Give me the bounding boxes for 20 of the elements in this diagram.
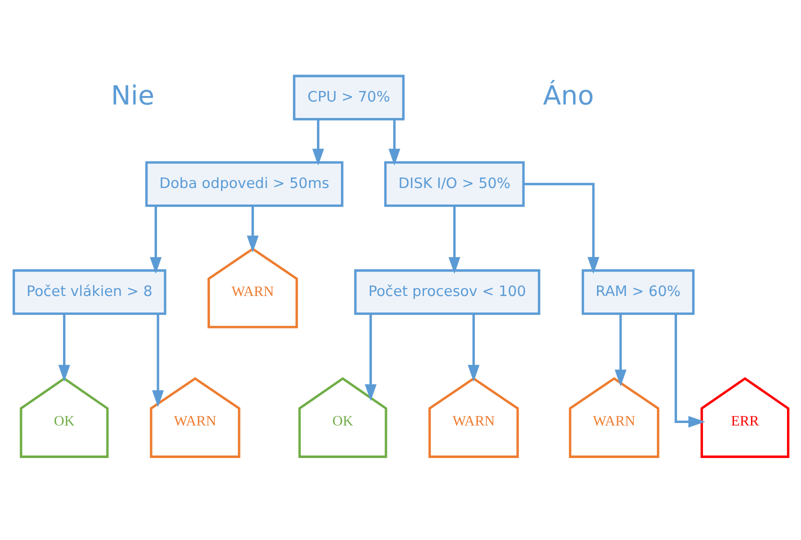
arrow [523, 182, 599, 274]
arrow [58, 314, 70, 382]
label: Áno [542, 80, 594, 111]
arrow [364, 314, 376, 401]
node-box: Doba odpovedi > 50ms [144, 160, 343, 206]
arrow [448, 205, 460, 274]
label: Nie [110, 80, 154, 111]
node-box: Počet vlákien > 8 [12, 268, 166, 314]
arrow [388, 118, 400, 166]
arrow [614, 314, 626, 386]
arrow [246, 205, 258, 252]
node-box: CPU > 70% [292, 74, 404, 120]
arrow [312, 118, 324, 166]
arrow [152, 314, 164, 407]
arrow [467, 314, 480, 382]
node-box: DISK I/O > 50% [384, 160, 524, 206]
arrow [149, 205, 162, 274]
node-box: RAM > 60% [581, 268, 694, 314]
node-box: Počet procesov < 100 [354, 268, 540, 314]
arrow [674, 314, 705, 428]
